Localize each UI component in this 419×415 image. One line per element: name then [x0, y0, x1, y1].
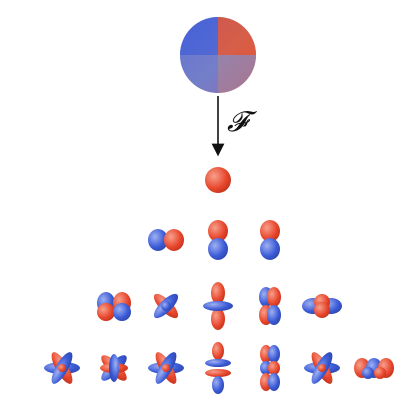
orbital-l3-m-3 — [44, 352, 80, 384]
source-sphere — [180, 17, 256, 93]
orbital-l3-m1 — [260, 345, 280, 391]
orbital-l2-m-1 — [153, 293, 179, 319]
orbital-l2-m0 — [203, 282, 233, 330]
orbital-l2-m-2 — [97, 292, 131, 321]
orbital-l1-m0 — [208, 220, 228, 260]
orbital-l1-m1 — [260, 220, 280, 260]
orbital-l3-m-1 — [148, 352, 184, 384]
orbital-l0-m0 — [205, 167, 231, 193]
spherical-harmonics-grid — [44, 167, 394, 394]
orbital-l2-m1 — [259, 287, 281, 325]
fourier-transform-label: 𝓕 — [227, 105, 248, 138]
orbital-l3-m-2 — [100, 354, 128, 382]
orbital-l3-m2 — [304, 352, 340, 384]
orbital-l2-m2 — [302, 294, 342, 318]
orbital-l3-m3 — [354, 358, 394, 379]
orbital-l1-m-1 — [148, 229, 184, 251]
orbital-l3-m0 — [205, 342, 231, 394]
